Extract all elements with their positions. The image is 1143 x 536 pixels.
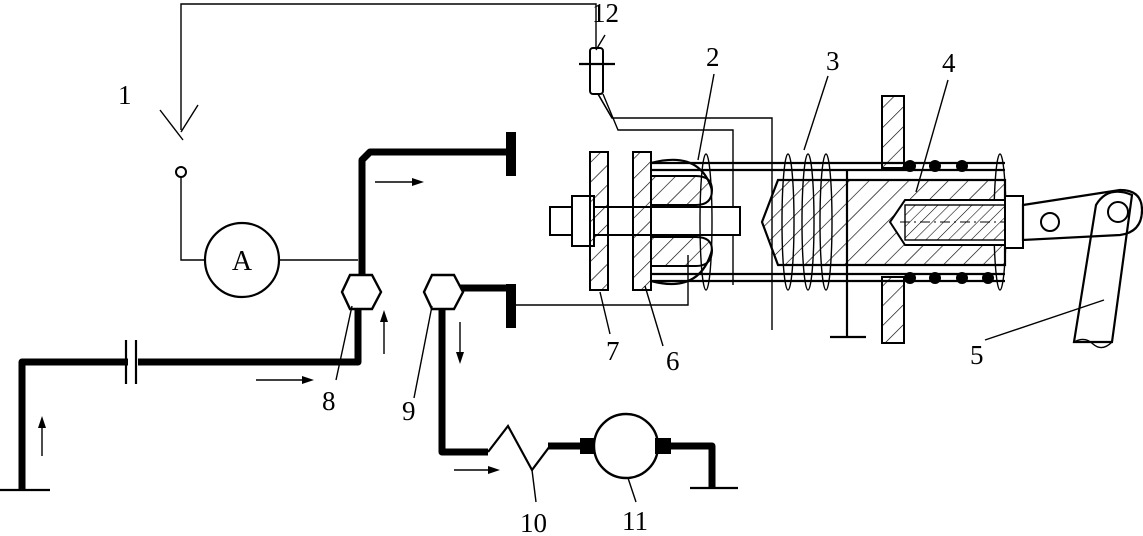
- valve-9: [422, 273, 465, 311]
- valve-8: [340, 273, 383, 311]
- label-lever: 5: [970, 340, 984, 370]
- leader-lines: [159, 34, 1105, 503]
- flow-arrows: [38, 178, 500, 474]
- signal-wire: [512, 255, 689, 306]
- label-switch: 1: [118, 80, 132, 110]
- ammeter-symbol: A: [232, 246, 253, 277]
- coil-lower: [650, 236, 714, 267]
- label-plunger: 4: [942, 48, 956, 78]
- disc-6: [632, 151, 652, 291]
- label-disc: 7: [606, 336, 620, 366]
- label-motor: 11: [622, 506, 648, 536]
- frame-wall: [830, 95, 905, 344]
- label-valve-right: 9: [402, 396, 416, 426]
- lever-5: [1021, 188, 1143, 349]
- motor-11: [580, 412, 738, 490]
- switch: [175, 104, 199, 178]
- label-spring: 3: [826, 46, 840, 76]
- spring-beads: [904, 160, 994, 284]
- label-contact: 12: [592, 0, 619, 28]
- label-rod: 6: [666, 346, 680, 376]
- end-cap: [1004, 195, 1024, 249]
- label-valve-left: 8: [322, 386, 336, 416]
- resistor-10: [487, 423, 590, 473]
- disc-7: [589, 151, 609, 291]
- ammeter: A: [203, 221, 281, 299]
- supply-line: [0, 305, 362, 492]
- label-coil-tube: 2: [706, 42, 720, 72]
- control-wire: [180, 3, 597, 261]
- upper-line: [358, 132, 516, 278]
- coil-upper: [650, 175, 714, 206]
- label-resistor: 10: [520, 508, 547, 536]
